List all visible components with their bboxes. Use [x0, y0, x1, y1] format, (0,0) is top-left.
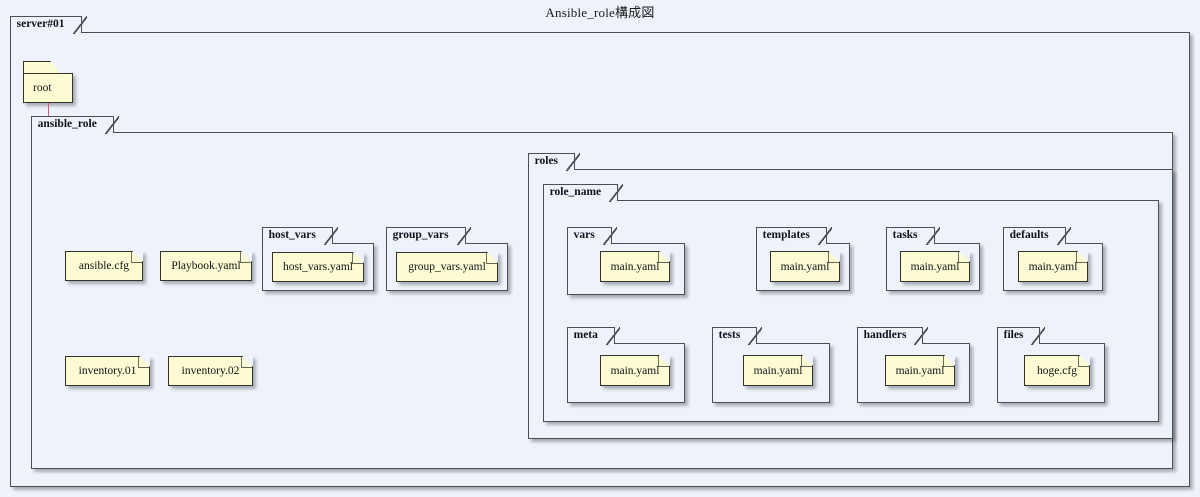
package-defaults-tab: defaults	[1002, 226, 1071, 245]
package-roles-tab: roles	[527, 152, 581, 171]
node-root-body: root	[23, 73, 73, 103]
note-templates-main-yaml-label: main.yaml	[780, 260, 830, 273]
note-group-vars-yaml-label: group_vars.yaml	[408, 261, 486, 273]
note-inventory-02[interactable]: inventory.02	[168, 356, 253, 386]
note-playbook-yaml[interactable]: Playbook.yaml	[160, 251, 252, 281]
package-role-name-tab: role_name	[542, 183, 623, 202]
note-tasks-main-yaml[interactable]: main.yaml	[900, 251, 970, 282]
package-group-vars-label: group_vars	[392, 229, 449, 242]
package-handlers-label: handlers	[863, 329, 907, 342]
note-files-hoge-cfg[interactable]: hoge.cfg	[1024, 355, 1090, 386]
note-tests-main-yaml-label: main.yaml	[753, 364, 803, 377]
note-handlers-main-yaml[interactable]: main.yaml	[885, 355, 955, 386]
package-templates-label: templates	[762, 229, 810, 242]
package-tasks-tab: tasks	[885, 226, 940, 245]
package-files-tab: files	[996, 326, 1046, 345]
page-title: Ansible_role構成図	[545, 5, 655, 20]
package-server01-label: server#01	[16, 18, 65, 31]
package-defaults-label: defaults	[1009, 229, 1049, 242]
package-handlers-tab: handlers	[856, 326, 929, 345]
package-server01-tab: server#01	[9, 15, 87, 34]
note-inventory-02-label: inventory.02	[181, 365, 240, 377]
note-group-vars-yaml[interactable]: group_vars.yaml	[396, 252, 498, 282]
note-defaults-main-yaml[interactable]: main.yaml	[1018, 251, 1088, 282]
note-vars-main-yaml-label: main.yaml	[610, 260, 660, 273]
note-meta-main-yaml[interactable]: main.yaml	[600, 355, 670, 386]
package-vars-tab: vars	[566, 226, 617, 245]
note-meta-main-yaml-label: main.yaml	[610, 364, 660, 377]
note-inventory-01[interactable]: inventory.01	[65, 356, 150, 386]
note-templates-main-yaml[interactable]: main.yaml	[770, 251, 840, 282]
package-tests-label: tests	[718, 329, 741, 342]
note-host-vars-yaml-label: host_vars.yaml	[283, 261, 353, 273]
note-ansible-cfg[interactable]: ansible.cfg	[65, 251, 143, 281]
package-tasks-label: tasks	[892, 229, 918, 242]
note-playbook-yaml-label: Playbook.yaml	[171, 260, 241, 272]
package-tests-tab: tests	[711, 326, 763, 345]
package-meta-label: meta	[573, 329, 598, 342]
package-meta-tab: meta	[566, 326, 621, 345]
note-inventory-01-label: inventory.01	[78, 365, 137, 377]
package-vars-label: vars	[573, 229, 595, 242]
note-handlers-main-yaml-label: main.yaml	[895, 364, 945, 377]
package-templates-tab: templates	[755, 226, 833, 245]
note-tests-main-yaml[interactable]: main.yaml	[743, 355, 813, 386]
note-tasks-main-yaml-label: main.yaml	[910, 260, 960, 273]
note-ansible-cfg-label: ansible.cfg	[78, 260, 130, 272]
package-files-label: files	[1003, 329, 1024, 342]
note-vars-main-yaml[interactable]: main.yaml	[600, 251, 670, 282]
package-role-name-label: role_name	[549, 186, 602, 199]
link-root-to-ansible-role	[48, 103, 50, 125]
package-roles-label: roles	[534, 155, 559, 168]
node-root[interactable]: root	[23, 61, 73, 103]
package-ansible-role-label: ansible_role	[37, 118, 97, 131]
note-host-vars-yaml[interactable]: host_vars.yaml	[272, 252, 364, 282]
node-root-label: root	[33, 82, 52, 94]
note-files-hoge-cfg-label: hoge.cfg	[1037, 364, 1077, 377]
note-defaults-main-yaml-label: main.yaml	[1028, 260, 1078, 273]
package-group-vars-tab: group_vars	[385, 226, 471, 245]
package-host-vars-tab: host_vars	[261, 226, 339, 245]
package-ansible-role-tab: ansible_role	[30, 115, 120, 134]
package-host-vars-label: host_vars	[268, 229, 316, 242]
